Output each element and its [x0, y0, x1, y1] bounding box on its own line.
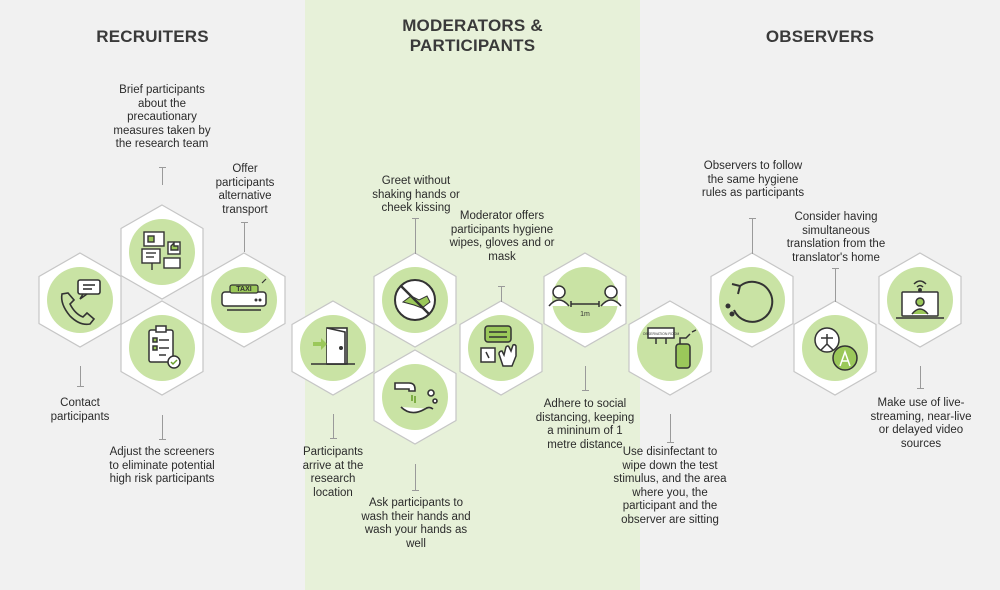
- hex-greet: [373, 252, 457, 348]
- tick-cap-brief: [159, 167, 166, 168]
- label-contact: Contact participants: [50, 397, 110, 423]
- tick-cap-hygiene: [749, 218, 756, 219]
- hex-adjust: [120, 300, 204, 396]
- hex-disinfect: OBSERVATION ROOM: [628, 300, 712, 396]
- tick-wipes: [501, 286, 502, 302]
- moderators-heading: MODERATORS & PARTICIPANTS: [402, 16, 543, 55]
- label-disinfect: Use disinfectant to wipe down the test s…: [613, 446, 727, 526]
- observers-heading: OBSERVERS: [765, 27, 875, 46]
- tick-translation: [835, 268, 836, 302]
- tick-cap-wash: [412, 490, 419, 491]
- recruiters-heading: RECRUITERS: [96, 27, 209, 46]
- tick-disinfect: [670, 414, 671, 442]
- no-handshake-icon: [394, 279, 436, 321]
- taxi-icon: TAXI: [221, 278, 267, 311]
- label-hygiene: Observers to follow the same hygiene rul…: [701, 160, 805, 199]
- hex-brief: [120, 204, 204, 300]
- hex-stream: [878, 252, 962, 348]
- distance-label: 1m: [580, 311, 590, 318]
- label-adjust: Adjust the screeners to eliminate potent…: [109, 446, 215, 485]
- hex-distance: 1m: [543, 252, 627, 348]
- tick-greet: [415, 218, 416, 254]
- label-stream: Make use of live-streaming, near-live or…: [870, 397, 972, 450]
- clipboard-icon: [148, 325, 181, 369]
- hex-translation: [793, 300, 877, 396]
- tick-arrive: [333, 414, 334, 438]
- mask-gloves-icon: [480, 325, 517, 367]
- presentation-icon: [141, 231, 181, 270]
- label-translation: Consider having simultaneous translation…: [786, 211, 886, 264]
- tick-hygiene: [752, 218, 753, 254]
- tick-cap-transport: [241, 222, 248, 223]
- tick-cap-stream: [917, 388, 924, 389]
- handwash-icon: [394, 382, 438, 414]
- tick-transport: [244, 222, 245, 252]
- hex-arrive: [291, 300, 375, 396]
- tick-adjust: [162, 415, 163, 439]
- label-arrive: Participants arrive at the research loca…: [302, 446, 364, 499]
- hex-contact: [38, 252, 122, 348]
- hex-hygiene: [710, 252, 794, 348]
- tick-cap-adjust: [159, 439, 166, 440]
- door-icon: [311, 327, 355, 365]
- label-brief: Brief participants about the precautiona…: [113, 84, 211, 150]
- tick-wash: [415, 464, 416, 490]
- tick-cap-greet: [412, 218, 419, 219]
- tick-cap-distance: [582, 390, 589, 391]
- hex-wipes: [459, 300, 543, 396]
- label-wipes: Moderator offers participants hygiene wi…: [449, 210, 555, 263]
- social-distance-icon: [548, 285, 622, 307]
- tick-distance: [585, 366, 586, 390]
- tick-stream: [920, 366, 921, 388]
- hex-wash: [373, 349, 457, 445]
- translate-icon: [814, 327, 858, 371]
- label-distance: Adhere to social distancing, keeping a m…: [535, 398, 635, 451]
- phone-icon: [60, 279, 101, 326]
- tick-cap-wipes: [498, 286, 505, 287]
- tick-cap-translation: [832, 268, 839, 269]
- tick-contact: [80, 366, 81, 386]
- tick-cap-disinfect: [667, 442, 674, 443]
- hex-transport: TAXI: [202, 252, 286, 348]
- tick-cap-contact: [77, 386, 84, 387]
- label-transport: Offer participants alternative transport: [215, 163, 275, 216]
- taxi-sign-text: TAXI: [236, 286, 251, 293]
- tick-cap-arrive: [330, 438, 337, 439]
- label-wash: Ask participants to wash their hands and…: [361, 497, 471, 550]
- observation-room-sign: OBSERVATION ROOM: [643, 332, 680, 336]
- tick-brief: [162, 167, 163, 185]
- laptop-stream-icon: [896, 280, 944, 319]
- label-greet: Greet without shaking hands or cheek kis…: [372, 175, 460, 214]
- refresh-icon: [725, 280, 774, 323]
- disinfectant-spray-icon: [647, 327, 697, 369]
